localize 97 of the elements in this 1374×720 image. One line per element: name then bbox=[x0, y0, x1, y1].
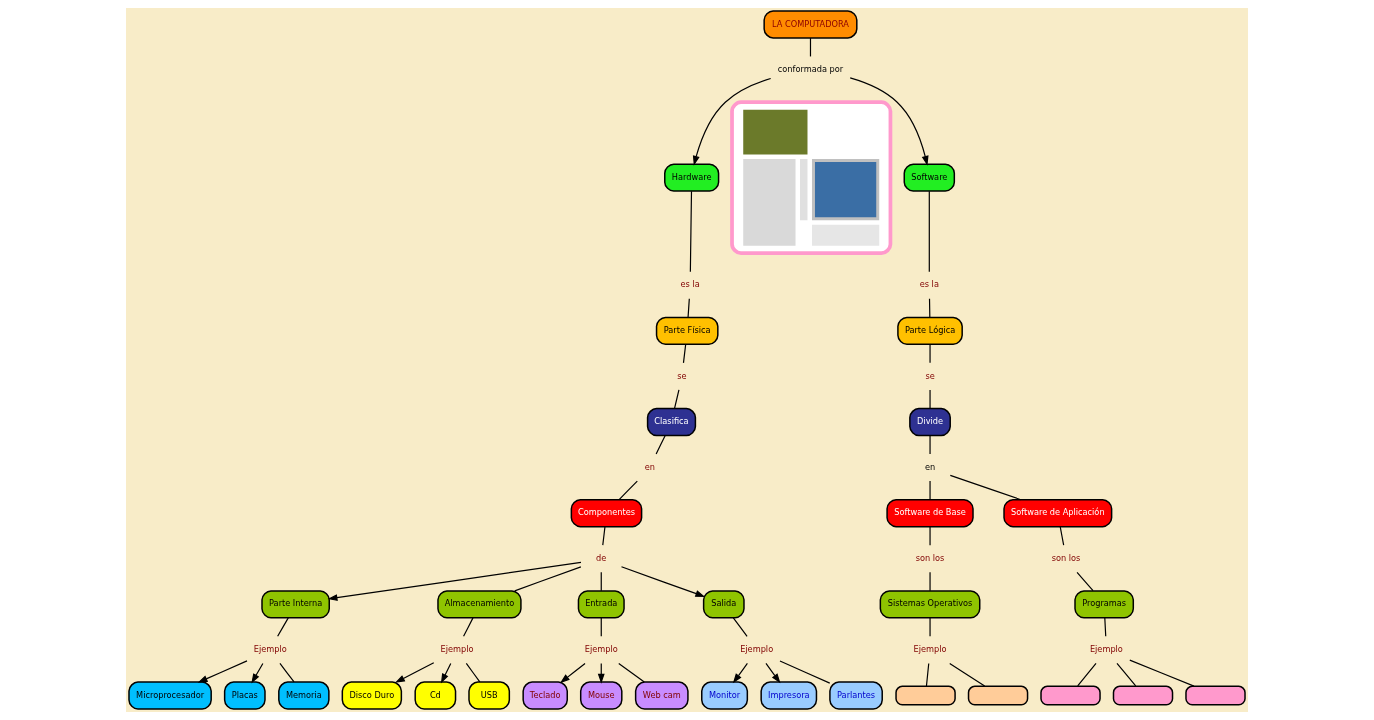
connector bbox=[929, 526, 931, 546]
node-box bbox=[1040, 685, 1101, 706]
node-box: Almacenamiento bbox=[437, 590, 522, 619]
node-box: Monitor bbox=[701, 681, 749, 710]
node-box: Cd bbox=[414, 681, 457, 710]
connector bbox=[600, 571, 602, 592]
connector bbox=[929, 480, 931, 501]
connector bbox=[465, 662, 481, 683]
node-box: Divide bbox=[909, 407, 951, 437]
node-box: Software de Aplicación bbox=[1003, 499, 1113, 528]
node-box: Teclado bbox=[522, 681, 568, 710]
node-text: es la bbox=[919, 279, 939, 290]
node-box: Software bbox=[903, 163, 956, 192]
connector bbox=[618, 480, 638, 501]
connector bbox=[1059, 526, 1065, 546]
arrow bbox=[692, 77, 772, 166]
connector bbox=[655, 434, 666, 455]
node-text: en bbox=[644, 461, 655, 472]
node-box: Componentes bbox=[570, 499, 643, 528]
connector bbox=[949, 474, 1022, 501]
node-box: Salida bbox=[702, 590, 745, 619]
arrow bbox=[765, 662, 781, 684]
connector bbox=[277, 617, 289, 637]
connector bbox=[779, 660, 831, 684]
connector bbox=[809, 37, 812, 58]
node-box: Entrada bbox=[577, 590, 625, 619]
connector bbox=[928, 298, 931, 318]
node-text: Ejemplo bbox=[740, 644, 774, 655]
arrow bbox=[620, 566, 706, 597]
arrow bbox=[440, 662, 452, 684]
node-box: Web cam bbox=[634, 681, 689, 710]
connector bbox=[929, 389, 931, 409]
arrow bbox=[327, 561, 582, 601]
node-text: Ejemplo bbox=[584, 644, 618, 655]
node-box: Parte Interna bbox=[261, 590, 330, 619]
node-box: Clasifica bbox=[646, 407, 697, 437]
node-box: Mouse bbox=[579, 681, 623, 710]
connector bbox=[1076, 571, 1094, 592]
arrow bbox=[559, 662, 586, 684]
connector bbox=[949, 662, 986, 687]
connector bbox=[687, 298, 690, 318]
connector bbox=[928, 190, 930, 273]
node-box: Hardware bbox=[664, 163, 720, 192]
node-text: Ejemplo bbox=[913, 644, 947, 655]
node-text: Ejemplo bbox=[253, 644, 287, 655]
node-box: LA COMPUTADORA bbox=[763, 10, 858, 39]
node-text: se bbox=[925, 370, 935, 381]
node-text: son los bbox=[1051, 552, 1081, 563]
arrow bbox=[732, 662, 748, 684]
connector bbox=[1104, 617, 1107, 637]
connector bbox=[514, 566, 582, 592]
node-box: Parte Lógica bbox=[897, 316, 963, 346]
node-box: USB bbox=[468, 681, 511, 710]
node-text: en bbox=[924, 461, 936, 472]
node-box: Memoria bbox=[278, 681, 330, 710]
connector bbox=[1077, 662, 1097, 687]
connector bbox=[1129, 659, 1195, 687]
connector bbox=[1116, 662, 1137, 687]
connector bbox=[929, 343, 931, 364]
connector bbox=[732, 617, 748, 637]
connector bbox=[600, 617, 602, 637]
connector bbox=[929, 434, 931, 455]
node-text: conformada por bbox=[777, 64, 844, 75]
node-text: son los bbox=[915, 552, 945, 563]
node-box: Placas bbox=[223, 681, 266, 710]
node-box: Microprocesador bbox=[128, 681, 212, 710]
arrow bbox=[394, 662, 435, 683]
node-text: Ejemplo bbox=[1089, 644, 1123, 655]
node-box: Impresora bbox=[760, 681, 818, 710]
connector bbox=[279, 662, 295, 683]
connector bbox=[673, 389, 680, 409]
node-box: Parte Física bbox=[655, 316, 719, 346]
connector bbox=[462, 617, 474, 637]
connector bbox=[689, 190, 693, 273]
node-box: Disco Duro bbox=[341, 681, 403, 710]
node-box: Parlantes bbox=[829, 681, 883, 710]
node-text: es la bbox=[680, 279, 700, 290]
node-text: se bbox=[677, 370, 687, 381]
node-box bbox=[967, 685, 1029, 706]
node-picture bbox=[730, 100, 893, 255]
connector bbox=[682, 343, 687, 364]
connector bbox=[929, 617, 931, 637]
arrow bbox=[849, 77, 929, 166]
node-box: Sistemas Operativos bbox=[879, 590, 981, 619]
node-box: Software de Base bbox=[886, 499, 974, 528]
node-box: Programas bbox=[1074, 590, 1135, 619]
node-box bbox=[1185, 685, 1246, 706]
arrow bbox=[251, 662, 264, 684]
connector bbox=[602, 526, 606, 546]
node-box bbox=[895, 685, 956, 706]
connector bbox=[925, 662, 930, 687]
arrow bbox=[197, 660, 248, 683]
node-text: de bbox=[596, 552, 607, 563]
connector bbox=[929, 571, 931, 592]
node-box bbox=[1112, 685, 1174, 706]
connector bbox=[618, 662, 645, 683]
node-text: Ejemplo bbox=[440, 644, 474, 655]
